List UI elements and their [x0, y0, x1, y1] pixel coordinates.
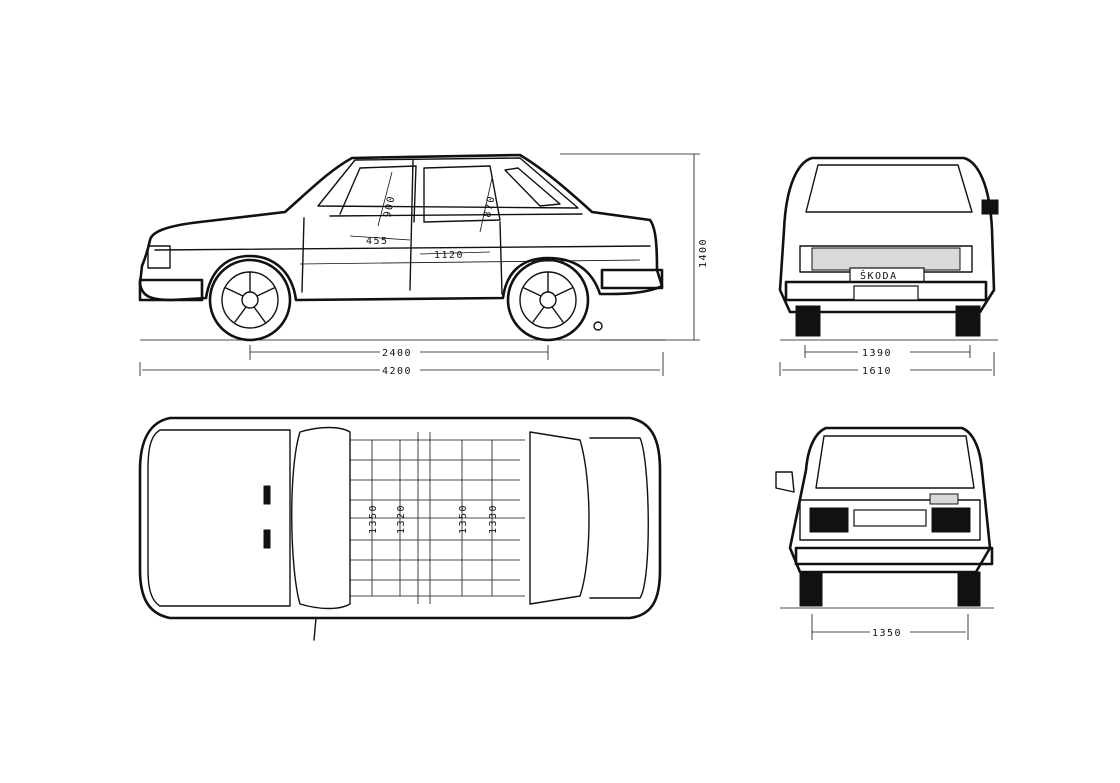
side-view: 900 870 455 1120 1400 2400 4200 [138, 153, 709, 377]
rear-track-label: 1350 [872, 628, 902, 639]
wheelbase-label: 2400 [382, 348, 412, 359]
rear-shoulder-label: 1350 [458, 504, 469, 534]
front-shoulder-label: 1350 [368, 504, 379, 534]
front-track-label: 1390 [862, 348, 892, 359]
interior-length-label: 1120 [434, 250, 464, 261]
top-view: 1350 1320 1350 1330 [138, 416, 662, 641]
overall-height-label: 1400 [698, 238, 709, 268]
overall-length-label: 4200 [382, 366, 412, 377]
rear-wheel [506, 258, 590, 342]
front-legroom-label: 900 [382, 194, 397, 218]
front-width-label: 1320 [396, 504, 407, 534]
rear-legroom-label: 870 [482, 194, 497, 218]
rear-width-label: 1330 [488, 504, 499, 534]
rear-view: 1350 [775, 426, 994, 640]
front-wheel [208, 258, 292, 342]
grille-badge: ŠKODA [860, 269, 898, 282]
seating-grid [350, 432, 525, 604]
front-view: ŠKODA 1390 1610 [778, 156, 999, 377]
overall-width-label: 1610 [862, 366, 892, 377]
front-seat-label: 455 [366, 236, 389, 247]
